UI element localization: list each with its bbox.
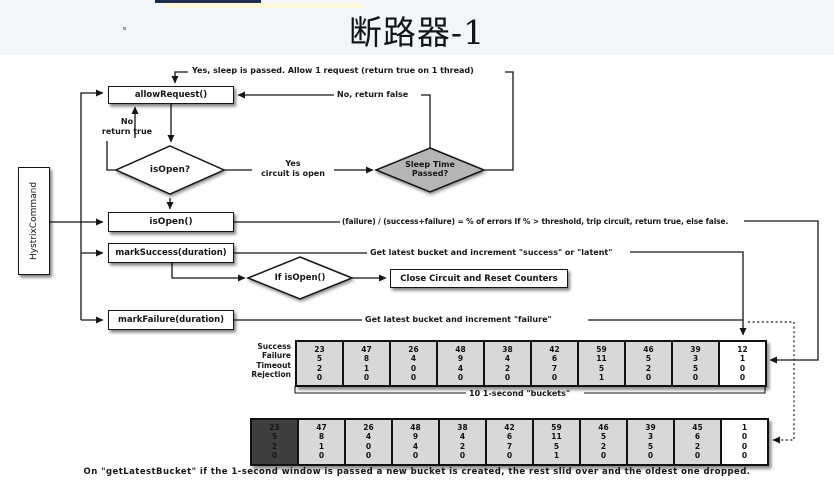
hystrix-command-label: HystrixCommand xyxy=(29,181,40,261)
mark-success-label: markSuccess(duration) xyxy=(115,248,227,258)
is-open-method-label: isOpen() xyxy=(149,217,193,227)
allow-request-box: allowRequest() xyxy=(108,86,234,104)
error-formula-label: (failure) / (success+failure) = % of err… xyxy=(342,217,729,226)
page-title: 断路器-1 xyxy=(348,13,486,52)
top-cream-bar-artifact xyxy=(166,3,362,8)
bottom-caption: On "getLatestBucket" if the 1-second win… xyxy=(83,467,751,477)
bucket-row-label: Rejection xyxy=(251,369,291,379)
bucket-row-label: Timeout xyxy=(256,360,291,370)
close-circuit-box: Close Circuit and Reset Counters xyxy=(390,269,568,288)
hystrix-command-box: HystrixCommand xyxy=(18,167,50,275)
yes-line1: Yes xyxy=(285,159,301,168)
yes-sleep-passed-label: Yes, sleep is passed. Allow 1 request (r… xyxy=(192,66,474,75)
sleep-time-line1: Sleep Time xyxy=(405,160,455,169)
no-return-true-label: No return true xyxy=(95,117,159,137)
bucket-row-label: Success xyxy=(257,342,291,351)
no-line1: No xyxy=(120,117,134,126)
is-open-method-box: isOpen() xyxy=(108,212,234,232)
top-dark-bar-artifact xyxy=(155,0,261,3)
yes-circuit-open-label: Yes circuit is open xyxy=(253,159,333,179)
stray-dot-artifact xyxy=(123,27,126,30)
get-success-label: Get latest bucket and increment "success… xyxy=(370,248,613,257)
no-line2: return true xyxy=(101,127,153,136)
allow-request-label: allowRequest() xyxy=(134,90,208,100)
buckets-bracket-label: 10 1-second "buckets" xyxy=(469,389,571,398)
mark-failure-box: markFailure(duration) xyxy=(108,310,234,330)
get-failure-label: Get latest bucket and increment "failure… xyxy=(365,315,552,324)
sleep-time-line2: Passed? xyxy=(411,169,449,178)
is-open-decision-label: isOpen? xyxy=(149,165,191,175)
close-circuit-label: Close Circuit and Reset Counters xyxy=(400,273,558,284)
if-is-open-label: If isOpen() xyxy=(274,273,326,283)
mark-failure-label: markFailure(duration) xyxy=(117,315,225,325)
mark-success-box: markSuccess(duration) xyxy=(108,243,234,263)
bucket-row-label: Failure xyxy=(261,351,291,361)
no-return-false-label: No, return false xyxy=(337,90,409,99)
yes-line2: circuit is open xyxy=(261,169,325,178)
sleep-time-label: Sleep Time Passed? xyxy=(380,160,480,178)
